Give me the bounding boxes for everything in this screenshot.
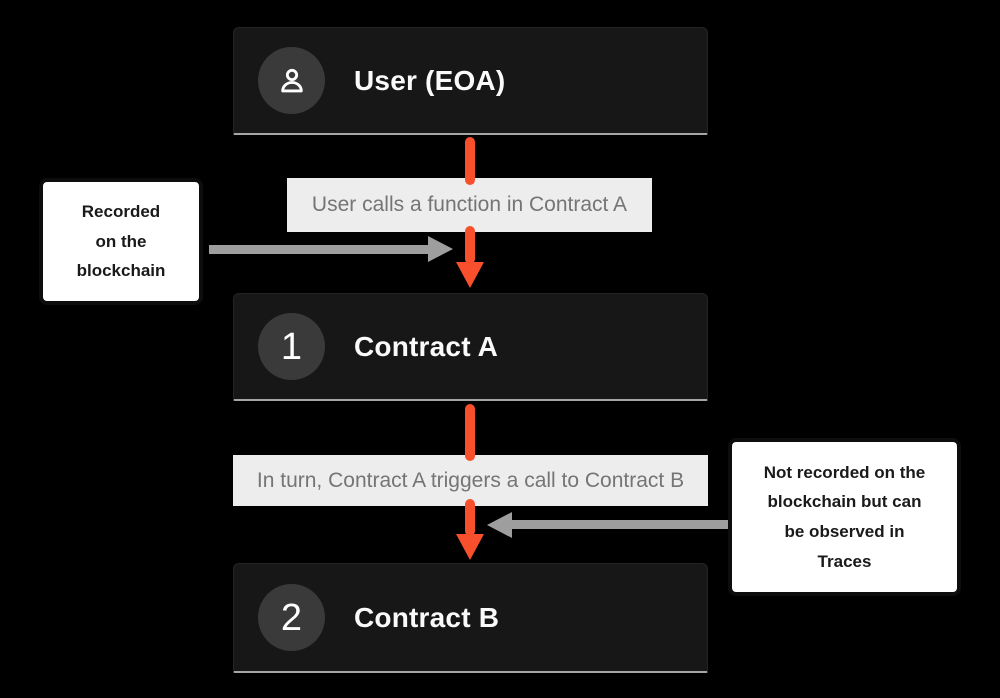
arrow-user-to-a-shaft-top [465,137,475,185]
node-contract-a-title: Contract A [354,330,499,362]
contract-b-number: 2 [280,596,303,639]
arrow-user-to-a-shaft-bottom [465,226,475,264]
node-user-title: User (EOA) [354,64,506,96]
pointer-recorded-arrowhead-icon [428,236,453,262]
node-user-eoa: User (EOA) [233,27,708,135]
pointer-recorded-shaft [209,245,429,254]
note-recorded-on-blockchain: Recorded on the blockchain [39,178,203,305]
user-avatar-circle [258,47,325,114]
node-contract-b-title: Contract B [354,601,500,633]
user-icon [274,63,310,99]
pointer-traces-shaft [511,520,728,529]
edge-label-a-to-b: In turn, Contract A triggers a call to C… [233,455,708,506]
arrow-a-to-b-shaft-bottom [465,499,475,536]
node-contract-b: 2 Contract B [233,563,708,673]
contract-b-badge: 2 [258,584,325,651]
note-not-recorded-traces: Not recorded on the blockchain but can b… [728,438,961,596]
pointer-traces-arrowhead-icon [487,512,512,538]
contract-a-number: 1 [280,325,303,368]
contract-a-badge: 1 [258,313,325,380]
node-contract-a: 1 Contract A [233,293,708,401]
arrow-user-to-a-head-icon [456,262,484,288]
edge-label-user-to-a: User calls a function in Contract A [287,178,652,232]
arrow-a-to-b-head-icon [456,534,484,560]
arrow-a-to-b-shaft-top [465,404,475,461]
